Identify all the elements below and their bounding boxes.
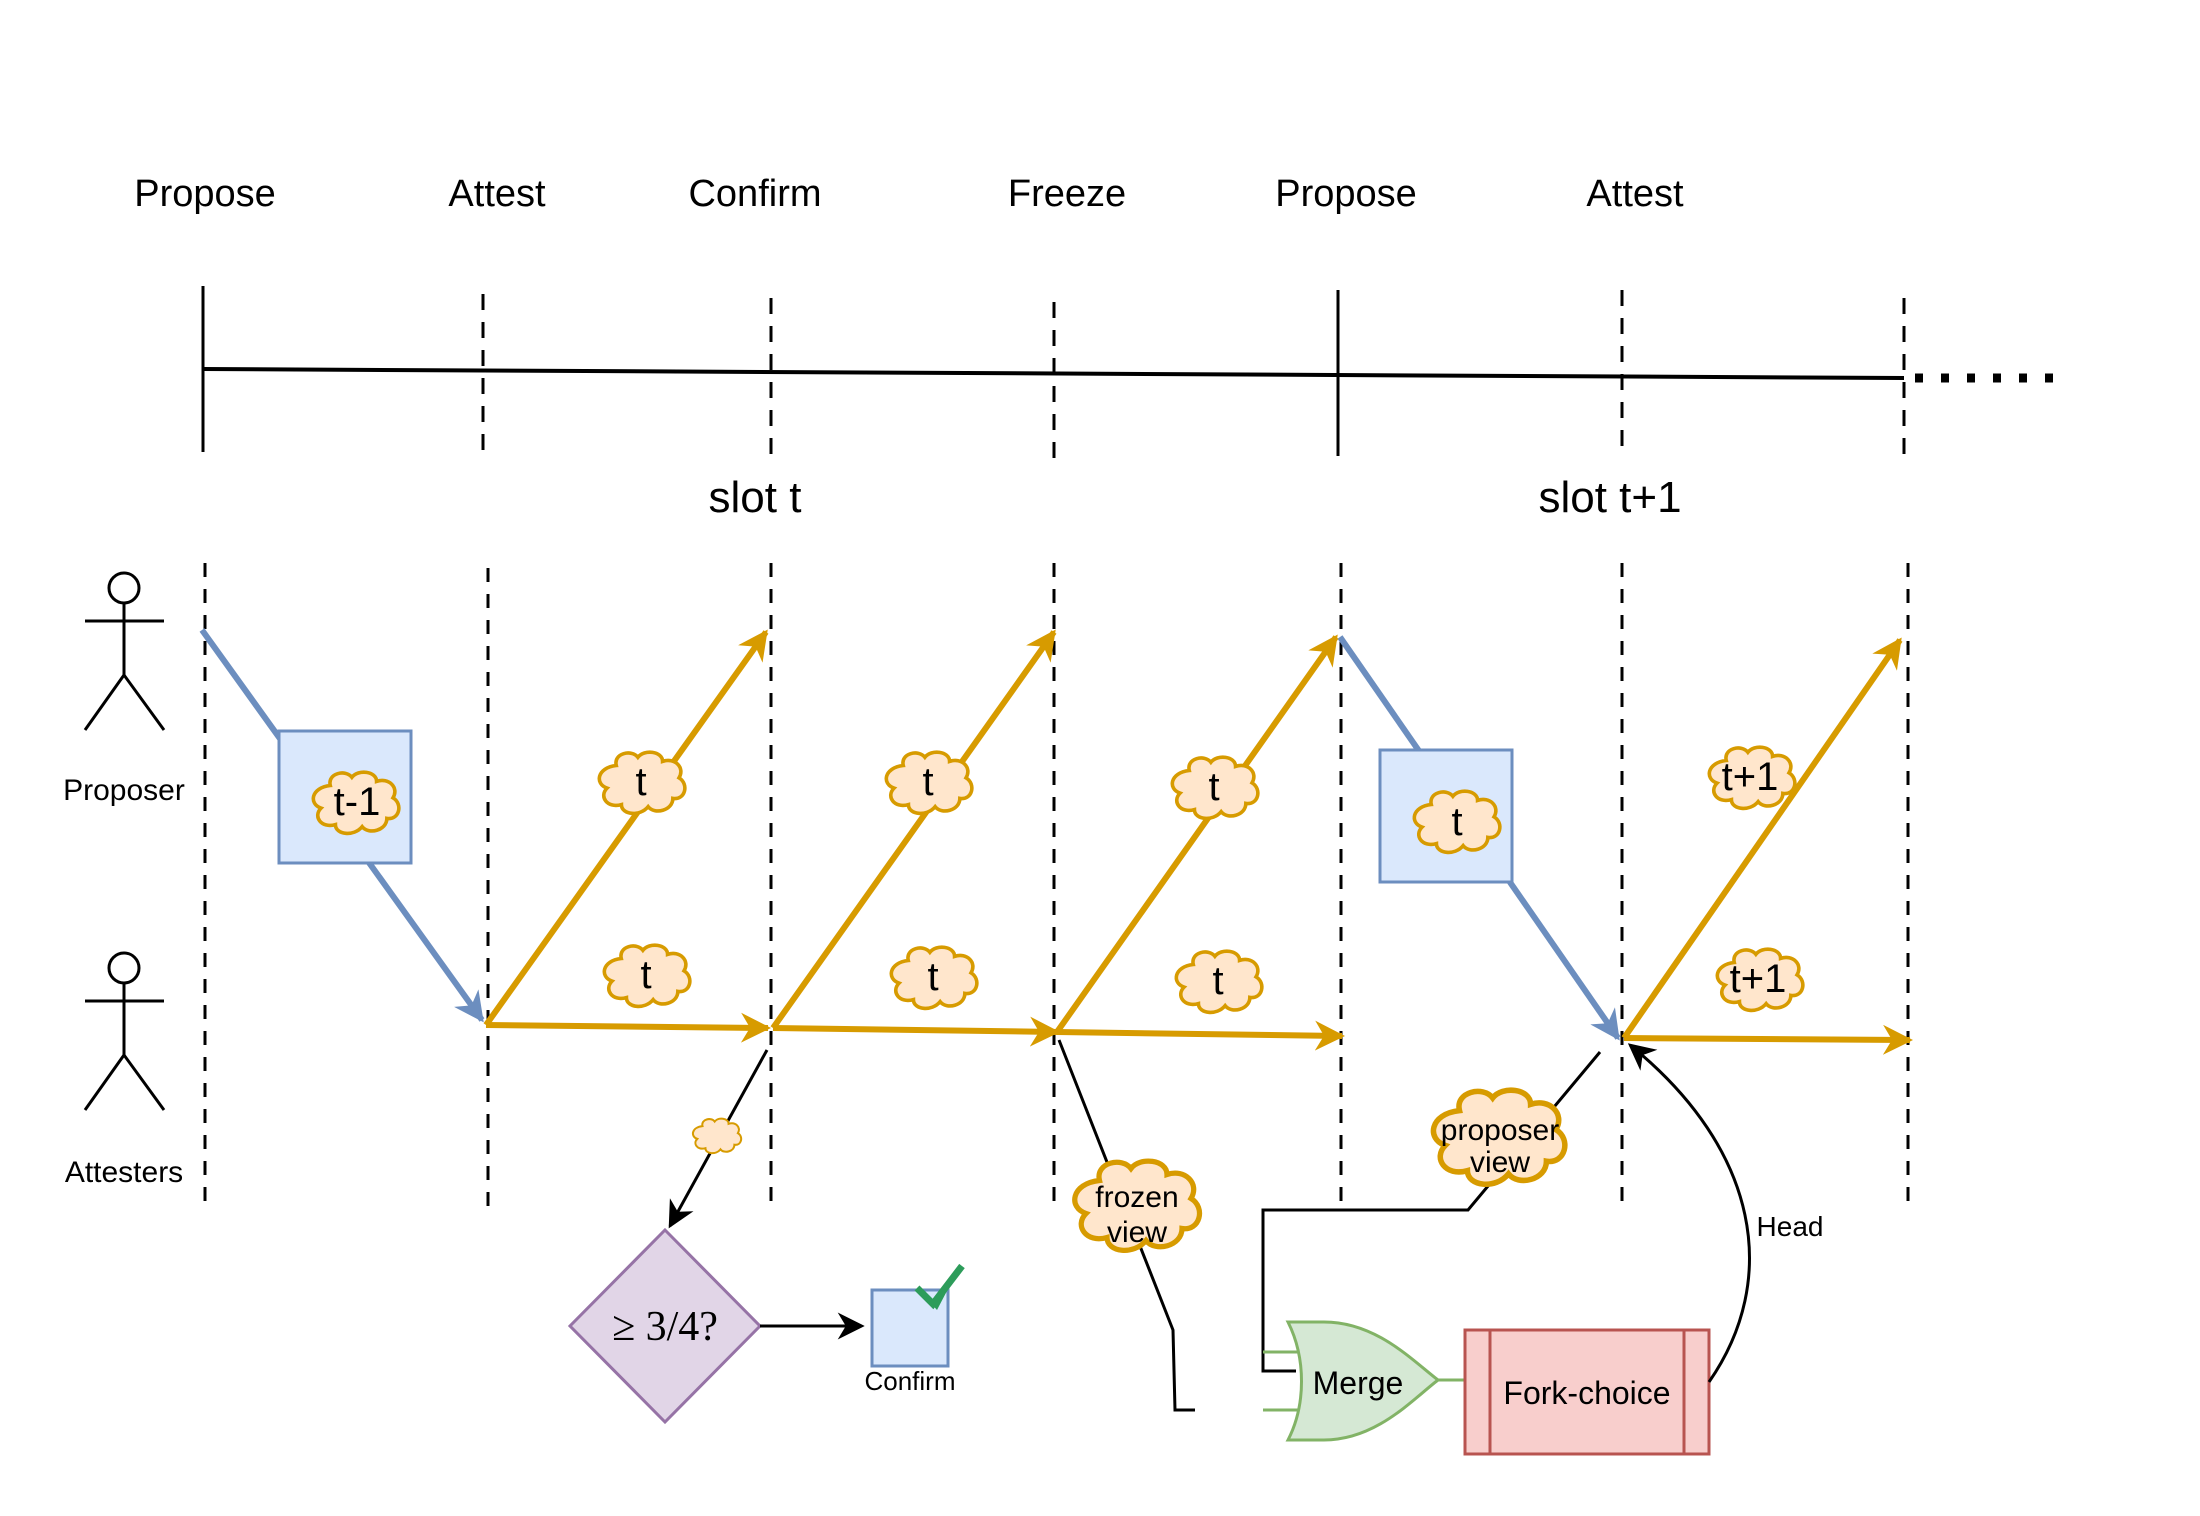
timeline-axis: [201, 286, 2062, 460]
attesters-head-icon: [107, 951, 141, 985]
phase-label-propose-1: Propose: [134, 173, 276, 215]
cloud-label: t: [640, 953, 651, 997]
phase-label-attest-1: Attest: [448, 173, 546, 215]
slot-label-t-plus-1: slot t+1: [1538, 473, 1681, 522]
cloud-label: t+1: [1730, 957, 1787, 1001]
head-edge: Head: [1627, 1043, 1824, 1383]
cloud-label: t: [922, 760, 933, 804]
proposal-arrow-1: t-1: [199, 628, 485, 1023]
fork-choice-label: Fork-choice: [1503, 1375, 1670, 1411]
phase-label-confirm: Confirm: [688, 173, 821, 215]
attest-up-arrow-3: [1054, 634, 1339, 1034]
frozen-view-label-2: view: [1107, 1216, 1167, 1249]
fork-choice-process[interactable]: Fork-choice: [1463, 1328, 1711, 1456]
proposer-label: Proposer: [63, 774, 185, 807]
block-label-t-minus-1: t-1: [334, 780, 381, 824]
attestation-arrows: [483, 629, 1913, 1055]
threshold-decision-label: ≥ 3/4?: [612, 1304, 718, 1350]
slot-label-t: slot t: [709, 473, 802, 522]
threshold-decision[interactable]: [567, 1227, 763, 1425]
head-edge-label: Head: [1757, 1211, 1824, 1242]
attest-flat-arrow-1: [485, 1012, 771, 1043]
merge-label: Merge: [1313, 1365, 1404, 1401]
phase-labels: Propose Attest Confirm Freeze Propose At…: [134, 173, 1684, 215]
attesters-actor: [83, 951, 166, 1111]
cloud-label: t: [1208, 765, 1219, 809]
frozen-view-path: frozen view: [1057, 1039, 1200, 1412]
attest-flat-arrow-3: [1056, 1020, 1345, 1051]
merge-gate[interactable]: Merge: [1263, 1320, 1465, 1442]
proposer-view-label-2: view: [1470, 1146, 1530, 1179]
proposer-actor: [83, 571, 166, 731]
proposer-head-icon: [107, 571, 141, 605]
attest-up-arrow-2: [770, 629, 1057, 1030]
block-label-t: t: [1451, 800, 1462, 844]
phase-label-attest-2: Attest: [1586, 173, 1684, 215]
confirm-box-label: Confirm: [864, 1366, 955, 1396]
attest-flat-arrow-2: [772, 1016, 1060, 1047]
attestation-clouds: t t t t t t t+1 t+1: [597, 745, 1805, 1015]
confirm-branch: ≥ 3/4? Confirm: [567, 1049, 965, 1425]
phase-label-propose-2: Propose: [1275, 173, 1417, 215]
cloud-label: t: [1212, 959, 1223, 1003]
lane-dividers: [203, 563, 1910, 1210]
proposer-view-label-1: proposer: [1441, 1114, 1559, 1147]
attest-up-arrow-4: [1621, 637, 1903, 1040]
attesters-label: Attesters: [65, 1156, 183, 1189]
cloud-label: t: [927, 955, 938, 999]
frozen-view-label-1: frozen: [1095, 1181, 1178, 1214]
cloud-label: t+1: [1722, 755, 1779, 799]
proposer-view-path: proposer view: [1261, 1051, 1602, 1373]
attest-flat-arrow-4: [1623, 1024, 1913, 1055]
attest-up-arrow-1: [483, 629, 769, 1027]
phase-label-freeze: Freeze: [1008, 173, 1126, 215]
proposal-arrow-2: t: [1337, 635, 1621, 1041]
cloud-label: t: [635, 760, 646, 804]
